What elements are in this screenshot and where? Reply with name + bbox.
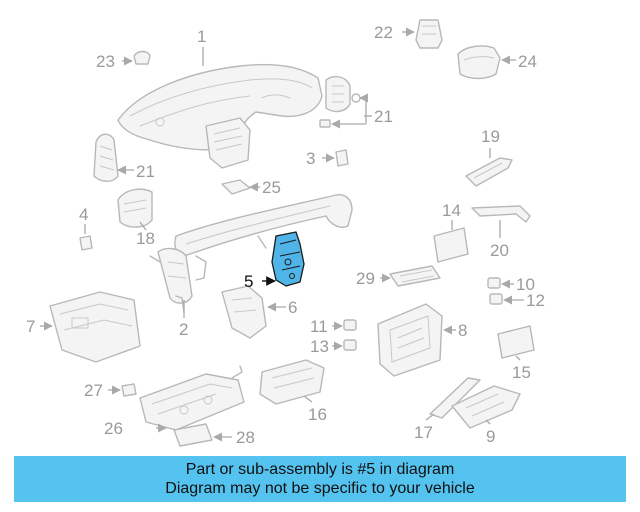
part-14-panel (433, 220, 469, 263)
callout-22: 22 (374, 23, 393, 42)
part-21-side-vent-right (319, 75, 372, 129)
part-24-cover-cap (457, 45, 516, 80)
callout-15: 15 (512, 363, 531, 382)
banner-line-part-number: Part or sub-assembly is #5 in diagram (185, 461, 455, 478)
callout-26: 26 (104, 419, 123, 438)
callout-21-right: 21 (374, 107, 393, 126)
part-12-button (489, 293, 524, 305)
part-20-rail (471, 205, 531, 238)
callout-20: 20 (490, 241, 509, 260)
callout-24: 24 (518, 52, 537, 71)
callout-18: 18 (136, 229, 155, 248)
part-10-button (487, 277, 514, 289)
callout-14: 14 (442, 201, 461, 220)
callout-12: 12 (526, 291, 545, 310)
part-9-lower-panel (451, 385, 521, 429)
callout-27: 27 (84, 381, 103, 400)
part-19-grab-handle (465, 148, 513, 187)
part-4-clip (79, 224, 93, 251)
part-16-pocket (259, 359, 325, 405)
part-11-switch (332, 319, 357, 331)
callout-19: 19 (481, 127, 500, 146)
part-6-lower-bracket (221, 285, 286, 339)
part-27-clip (108, 383, 137, 397)
part-1-instrument-panel (117, 47, 323, 169)
callout-13: 13 (310, 337, 329, 356)
callout-7: 7 (26, 317, 35, 336)
exploded-parts-diagram: 1 22 23 24 21 21 3 19 25 4 14 18 20 5 29… (26, 19, 545, 447)
callout-1: 1 (197, 27, 206, 46)
banner-line-disclaimer: Diagram may not be specific to your vehi… (165, 480, 475, 497)
part-26-lower-cover (139, 365, 245, 433)
part-7-glove-box-bin (40, 291, 141, 363)
part-29-vent-panel (380, 265, 441, 287)
part-5-bracket-highlighted (262, 231, 305, 287)
callout-8: 8 (458, 321, 467, 340)
callout-23: 23 (96, 52, 115, 71)
callout-28: 28 (236, 428, 255, 447)
part-21-side-cover-left (93, 133, 134, 182)
callout-5-highlighted: 5 (244, 272, 253, 291)
part-28-bracket (173, 423, 232, 447)
callout-25: 25 (262, 178, 281, 197)
callout-3: 3 (306, 149, 315, 168)
callout-labels: 1 22 23 24 21 21 3 19 25 4 14 18 20 5 29… (26, 23, 545, 447)
callout-21-left: 21 (136, 162, 155, 181)
callout-11: 11 (310, 317, 328, 336)
part-22-switch (402, 19, 443, 49)
part-8-center-bezel (377, 303, 456, 377)
part-2-support-bracket (175, 295, 185, 318)
part-25-bracket (221, 179, 260, 195)
callout-6: 6 (288, 298, 297, 317)
callout-29: 29 (356, 269, 375, 288)
reinforcement-beam (149, 194, 353, 304)
callout-2: 2 (179, 320, 188, 339)
callout-4: 4 (79, 205, 88, 224)
part-13-switch (332, 339, 357, 351)
callout-10: 10 (516, 275, 535, 294)
callout-9: 9 (486, 427, 495, 446)
part-15-panel (497, 325, 535, 361)
part-3-clip (322, 149, 349, 167)
disclaimer-banner: Part or sub-assembly is #5 in diagram Di… (14, 456, 626, 502)
callout-17: 17 (414, 423, 433, 442)
part-23-clip (122, 50, 151, 66)
callout-16: 16 (308, 405, 327, 424)
part-17-trim-strip (425, 377, 481, 421)
part-18-vent-duct (117, 188, 153, 231)
